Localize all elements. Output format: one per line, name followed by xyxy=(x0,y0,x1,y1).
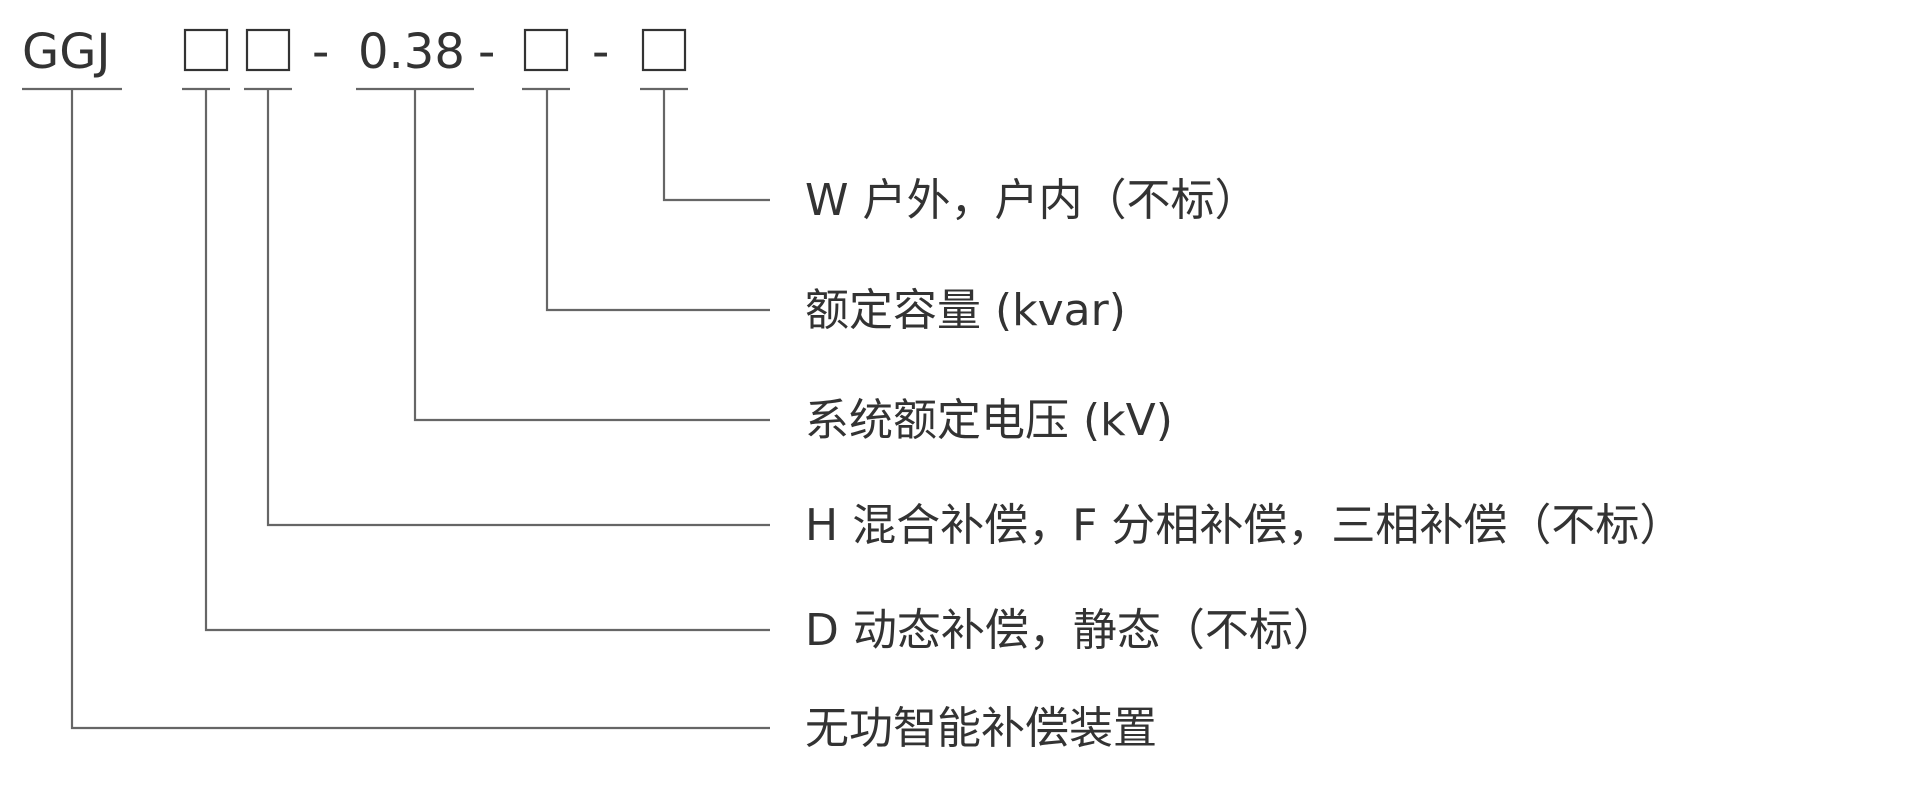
desc-installation: W 户外，户内（不标） xyxy=(805,175,1259,226)
leader-capacity xyxy=(545,89,770,312)
desc-capacity: 额定容量 (kvar) xyxy=(805,285,1126,336)
slot-capacity-box xyxy=(523,28,569,72)
leader-installation xyxy=(662,89,770,202)
leader-compensation-mode xyxy=(266,89,770,527)
slot-dynamic-box xyxy=(183,28,229,72)
leader-dynamic xyxy=(204,89,770,632)
desc-compensation-mode: H 混合补偿，F 分相补偿，三相补偿（不标） xyxy=(805,500,1683,551)
code-dash-3: - xyxy=(592,24,609,80)
leader-voltage xyxy=(413,89,770,422)
code-voltage: 0.38 xyxy=(358,24,465,80)
code-dash-1: - xyxy=(312,24,329,80)
leader-product xyxy=(70,89,770,730)
code-prefix: GGJ xyxy=(22,24,111,80)
slot-mode-box xyxy=(245,28,291,72)
desc-dynamic: D 动态补偿，静态（不标） xyxy=(805,605,1337,656)
slot-installation-box xyxy=(641,28,687,72)
desc-voltage: 系统额定电压 (kV) xyxy=(805,395,1173,446)
code-dash-2: - xyxy=(478,24,495,80)
desc-product: 无功智能补偿装置 xyxy=(805,703,1157,754)
